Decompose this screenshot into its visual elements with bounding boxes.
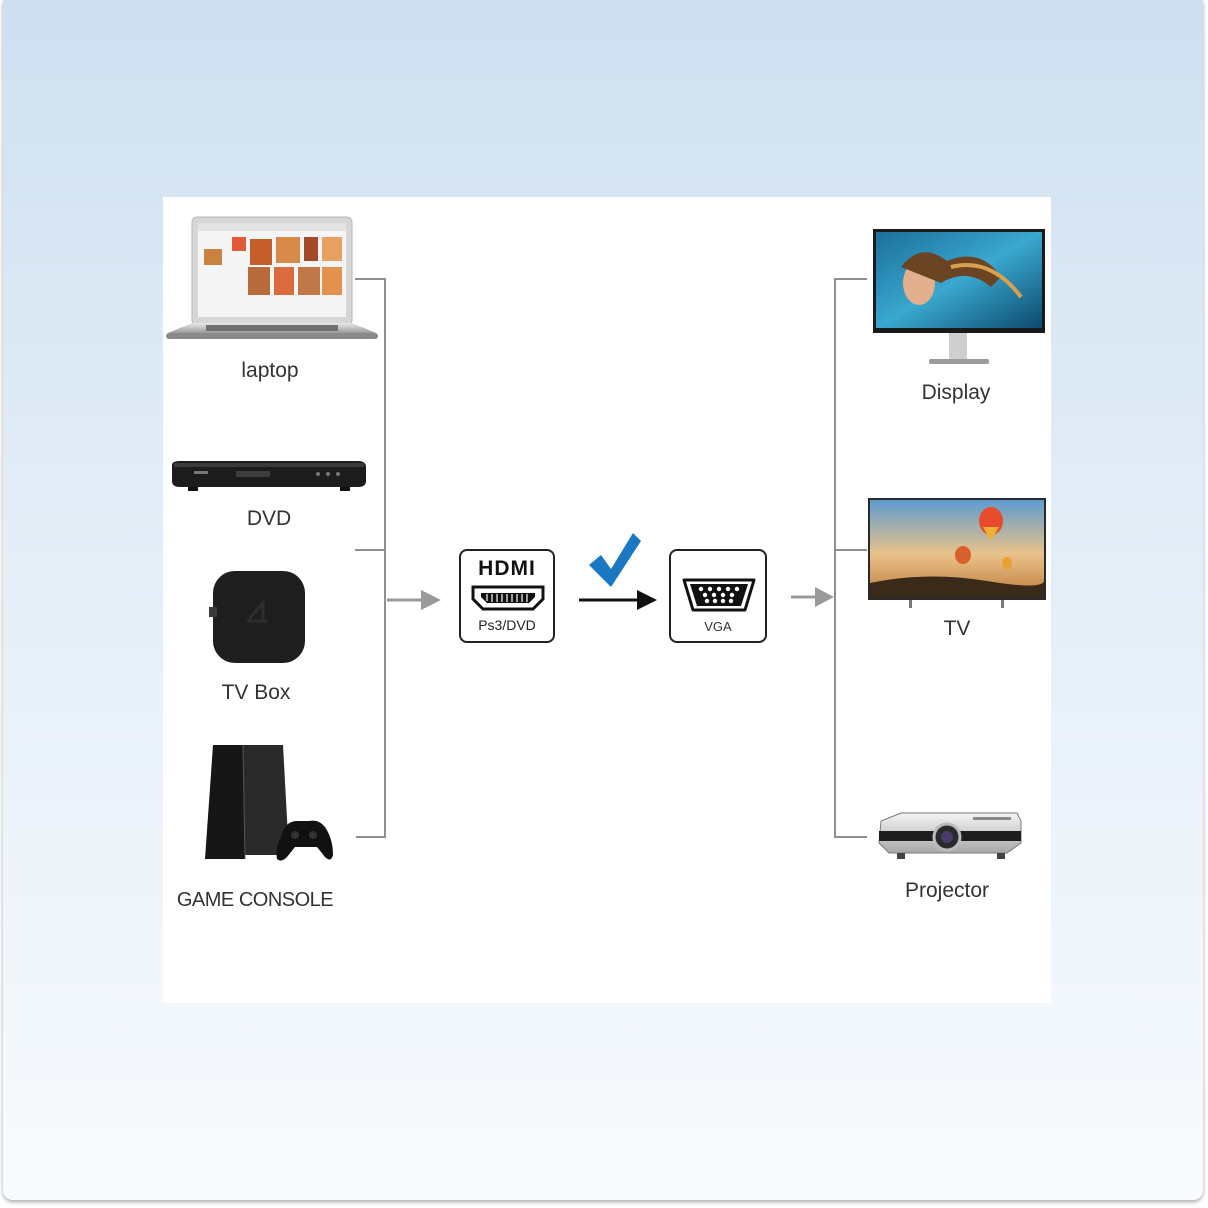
hdmi-input-box: HDMI Ps3/DVD: [459, 549, 555, 643]
target-bracket: [834, 278, 867, 838]
diagram-panel: HDMI Ps3/DVD: [163, 197, 1051, 1003]
tv-icon: [868, 498, 1046, 608]
laptop-icon: [166, 216, 378, 339]
conversion-arrow: [579, 590, 657, 610]
dvd-player-icon: [172, 461, 366, 491]
source-label-dvd: DVD: [246, 507, 292, 530]
input-arrow: [387, 590, 441, 610]
source-bracket: [355, 278, 386, 838]
target-label-display: Display: [921, 381, 991, 404]
hdmi-subtitle: Ps3/DVD: [478, 617, 536, 633]
vga-output-box: VGA: [669, 549, 767, 643]
hdmi-port-icon: [471, 585, 545, 611]
output-arrow: [791, 587, 834, 607]
hdmi-title: HDMI: [478, 557, 536, 580]
connection-diagram: [355, 278, 867, 838]
vga-subtitle: VGA: [704, 619, 732, 634]
target-label-projector: Projector: [904, 879, 990, 902]
vga-port-icon: [682, 578, 756, 612]
image-frame: HDMI Ps3/DVD: [3, 0, 1203, 1200]
projector-icon: [878, 812, 1022, 859]
target-label-tv: TV: [943, 617, 971, 640]
monitor-icon: [873, 229, 1045, 364]
source-label-laptop: laptop: [241, 359, 299, 382]
checkmark-icon: [589, 533, 641, 587]
source-label-console: GAME CONSOLE: [176, 889, 334, 911]
source-label-tvbox: TV Box: [221, 681, 291, 704]
tv-box-icon: [209, 571, 305, 663]
game-console-icon: [205, 744, 333, 861]
